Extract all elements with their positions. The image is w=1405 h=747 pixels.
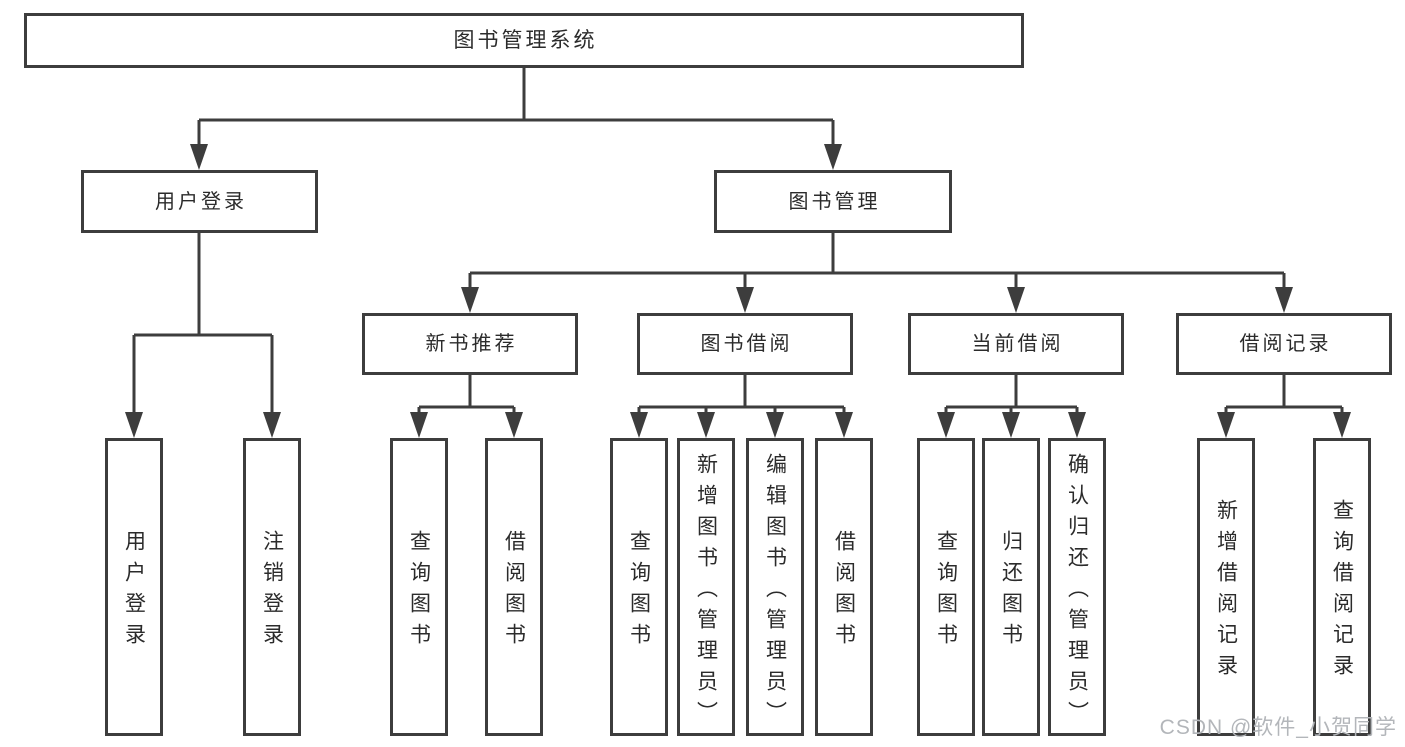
leaf-borrow-borrow: 借阅图书 [815, 438, 873, 736]
node-current-borrow: 当前借阅 [908, 313, 1124, 375]
node-book-borrow: 图书借阅 [637, 313, 853, 375]
leaf-current-query: 查询图书 [917, 438, 975, 736]
leaf-newbook-query: 查询图书 [390, 438, 448, 736]
leaf-borrow-add: 新增图书（管理员） [677, 438, 735, 736]
leaf-logout: 注销登录 [243, 438, 301, 736]
leaf-record-add: 新增借阅记录 [1197, 438, 1255, 736]
leaf-user-login: 用户登录 [105, 438, 163, 736]
node-root: 图书管理系统 [24, 13, 1024, 68]
node-book-mgmt: 图书管理 [714, 170, 952, 233]
node-user-login: 用户登录 [81, 170, 318, 233]
leaf-record-query: 查询借阅记录 [1313, 438, 1371, 736]
leaf-borrow-query: 查询图书 [610, 438, 668, 736]
leaf-borrow-edit: 编辑图书（管理员） [746, 438, 804, 736]
leaf-newbook-borrow: 借阅图书 [485, 438, 543, 736]
node-new-book: 新书推荐 [362, 313, 578, 375]
node-borrow-record: 借阅记录 [1176, 313, 1392, 375]
leaf-current-confirm: 确认归还（管理员） [1048, 438, 1106, 736]
watermark: CSDN @软件_小贺同学 [1159, 716, 1397, 739]
leaf-current-return: 归还图书 [982, 438, 1040, 736]
